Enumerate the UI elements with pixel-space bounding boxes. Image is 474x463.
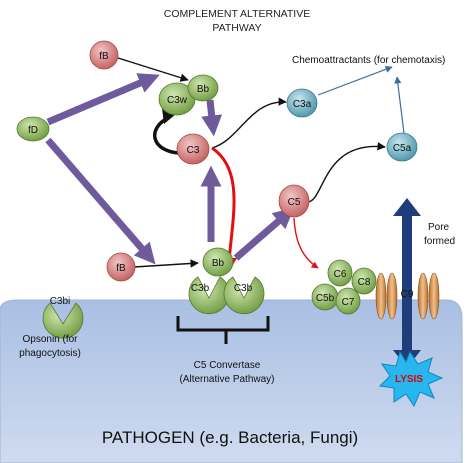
node-C3a: C3a [286, 88, 318, 118]
node-fB-bottom: fB [106, 252, 136, 282]
tickover-arrowhead [162, 108, 176, 124]
convertase-label-line2: (Alternative Pathway) [179, 374, 274, 385]
arrow-fB-top-to-Bb [117, 57, 189, 82]
opsonin-label-line1: Opsonin (for [22, 334, 78, 345]
svg-text:C3: C3 [187, 145, 200, 156]
node-C6: C6 [327, 259, 353, 287]
purple-arrows [45, 73, 295, 265]
arrow-C3w-to-C3 [201, 99, 223, 137]
node-C7: C7 [335, 287, 361, 315]
node-fB-top: fB [89, 40, 119, 70]
arrow-fD-to-C3w [46, 73, 160, 126]
node-C5a: C5a [386, 132, 418, 162]
title-line1: COMPLEMENT ALTERNATIVE [164, 8, 310, 20]
node-Bb-top: Bb [187, 74, 219, 102]
lysis-burst [378, 350, 444, 408]
svg-text:C5a: C5a [393, 143, 412, 154]
svg-text:C5b: C5b [316, 293, 335, 304]
arrow-C3-to-C3a [211, 97, 287, 149]
blue-arrows [317, 65, 405, 134]
svg-text:C7: C7 [342, 297, 355, 308]
opsonin-label-line2: phagocytosis) [19, 348, 81, 359]
pore-label-line2: formed [424, 236, 455, 247]
svg-text:C6: C6 [334, 269, 347, 280]
red-arrow-C3-to-convertase [211, 146, 236, 263]
title-line2: PATHWAY [212, 22, 261, 34]
svg-text:C3w: C3w [167, 95, 188, 106]
svg-text:C3a: C3a [293, 99, 312, 110]
arrow-C5a-to-chemo [394, 76, 405, 134]
convertase-label-line1: C5 Convertase [194, 360, 261, 371]
arrow-C3a-to-chemo [317, 65, 393, 96]
arrow-convertase-to-C5 [233, 207, 295, 261]
pathogen-label: PATHOGEN (e.g. Bacteria, Fungi) [102, 428, 358, 447]
convertase-brace [176, 316, 270, 344]
node-fD: fD [16, 116, 50, 142]
pathogen-membrane [0, 299, 463, 463]
svg-text:fB: fB [116, 263, 126, 274]
lysis-label: LYSIS [395, 374, 423, 385]
node-C9-label: C9 [401, 289, 414, 300]
node-C3bi: C3bi [42, 296, 84, 339]
svg-text:Bb: Bb [197, 84, 210, 95]
svg-text:fD: fD [28, 125, 38, 136]
node-C8: C8 [351, 267, 377, 295]
pore-rings [375, 272, 440, 320]
svg-text:Bb: Bb [212, 258, 225, 269]
node-C3: C3 [176, 133, 210, 165]
arrow-C5-to-C5a [305, 142, 386, 203]
node-Bb-bottom: Bb [202, 247, 234, 277]
pore-label-line1: Pore [428, 222, 450, 233]
svg-text:C3b: C3b [191, 283, 210, 294]
black-arrows [117, 57, 386, 268]
tickover-curved-arrow [152, 116, 179, 155]
node-C3b-left: C3b [188, 276, 230, 315]
arrow-fD-to-Bb-bottom [45, 137, 156, 265]
red-arrow-C5-to-C5b [293, 217, 319, 269]
svg-text:C3bi: C3bi [50, 296, 71, 307]
svg-text:C8: C8 [358, 277, 371, 288]
svg-text:C5: C5 [288, 197, 301, 208]
node-C3b-right: C3b [223, 276, 265, 315]
svg-text:C3b: C3b [234, 283, 253, 294]
svg-text:fB: fB [99, 51, 109, 62]
chemoattractants-label: Chemoattractants (for chemotaxis) [292, 55, 445, 66]
node-C5: C5 [278, 184, 310, 218]
node-C5b: C5b [311, 283, 339, 311]
arrow-fB-bottom-to-Bb [133, 259, 199, 268]
